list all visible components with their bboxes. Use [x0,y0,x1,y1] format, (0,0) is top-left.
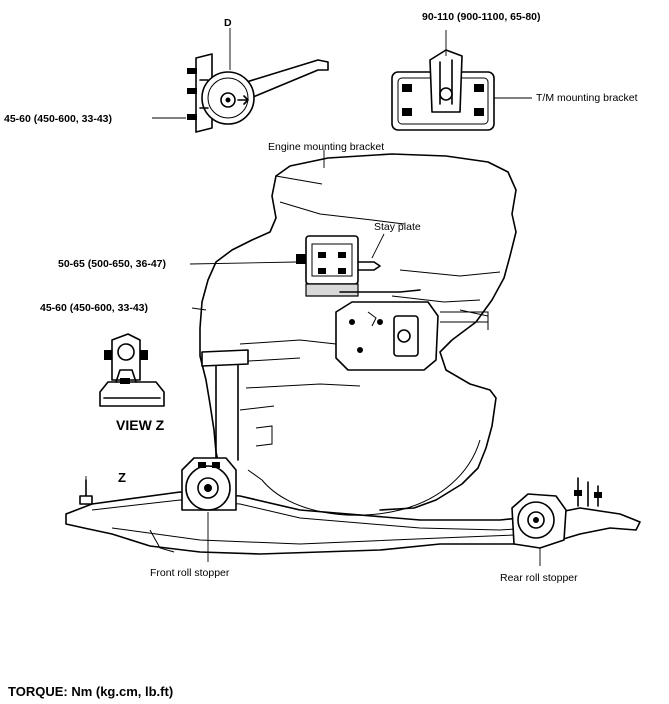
front-roll-stopper-illustration [181,457,237,562]
stay-plate-label: Stay plate [374,221,421,233]
subframe-illustration [65,476,641,555]
view-z-illustration [99,333,165,407]
rear-roll-stopper-illustration [511,493,567,566]
torque-front-stopper-label: 45-60 (450-600, 33-43) [40,302,148,314]
rear-roll-stopper-label: Rear roll stopper [500,572,578,584]
engine-mounting-bracket-illustration [296,235,381,297]
leader-lines [152,117,325,311]
detail-d-mount-illustration [187,28,329,133]
engine-body-illustration [199,153,517,516]
torque-engine-bracket-label: 50-65 (500-650, 36-47) [58,258,166,270]
z-marker-label: Z [118,470,126,485]
stay-plate-illustration [335,233,439,371]
engine-mounting-bracket-label: Engine mounting bracket [268,141,384,153]
detail-d-label: D [224,17,232,29]
tm-mounting-bracket-label: T/M mounting bracket [536,92,638,104]
front-roll-stopper-label: Front roll stopper [150,567,230,579]
tm-mounting-bracket-illustration [391,30,532,131]
view-z-label: VIEW Z [116,417,165,433]
torque-d-detail-label: 45-60 (450-600, 33-43) [4,113,112,125]
torque-tm-bracket-label: 90-110 (900-1100, 65-80) [422,11,541,23]
torque-units-label: TORQUE: Nm (kg.cm, lb.ft) [8,684,173,699]
